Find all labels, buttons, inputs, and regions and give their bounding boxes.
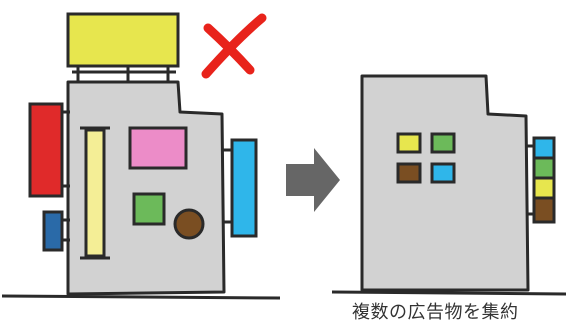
red-vertical-sign	[28, 102, 64, 198]
arrow-right-icon	[286, 148, 340, 212]
yellow-banner-caps	[80, 126, 110, 260]
caption-text: 複数の広告物を集約	[352, 302, 519, 323]
consolidated-sign-yellow	[396, 132, 422, 154]
stacked-sign-green	[532, 156, 556, 180]
stacked-sign-yellow	[532, 176, 556, 200]
ground-line-left	[1, 294, 281, 300]
green-wall-sign	[132, 192, 166, 226]
caption: 複数の広告物を集約	[0, 298, 566, 323]
rooftop-sign-support	[72, 64, 176, 82]
pale-yellow-banner	[84, 128, 106, 258]
cyan-projecting-sign	[230, 138, 258, 238]
rooftop-sign	[66, 12, 180, 68]
stacked-sign-cyan	[532, 136, 556, 160]
after-building-group	[331, 74, 566, 296]
small-blue-sign	[42, 210, 64, 252]
consolidated-sign-green	[430, 132, 456, 154]
before-building-group	[1, 12, 281, 300]
pink-wall-sign	[128, 126, 188, 170]
consolidated-sign-cyan	[430, 162, 456, 184]
cyan-sign-bracket	[222, 148, 232, 224]
consolidated-sign-brown	[396, 162, 422, 184]
cross-icon	[201, 13, 267, 79]
brown-round-sign	[173, 208, 205, 240]
stacked-sign-brown	[532, 196, 556, 224]
ground-line-right	[331, 290, 566, 296]
